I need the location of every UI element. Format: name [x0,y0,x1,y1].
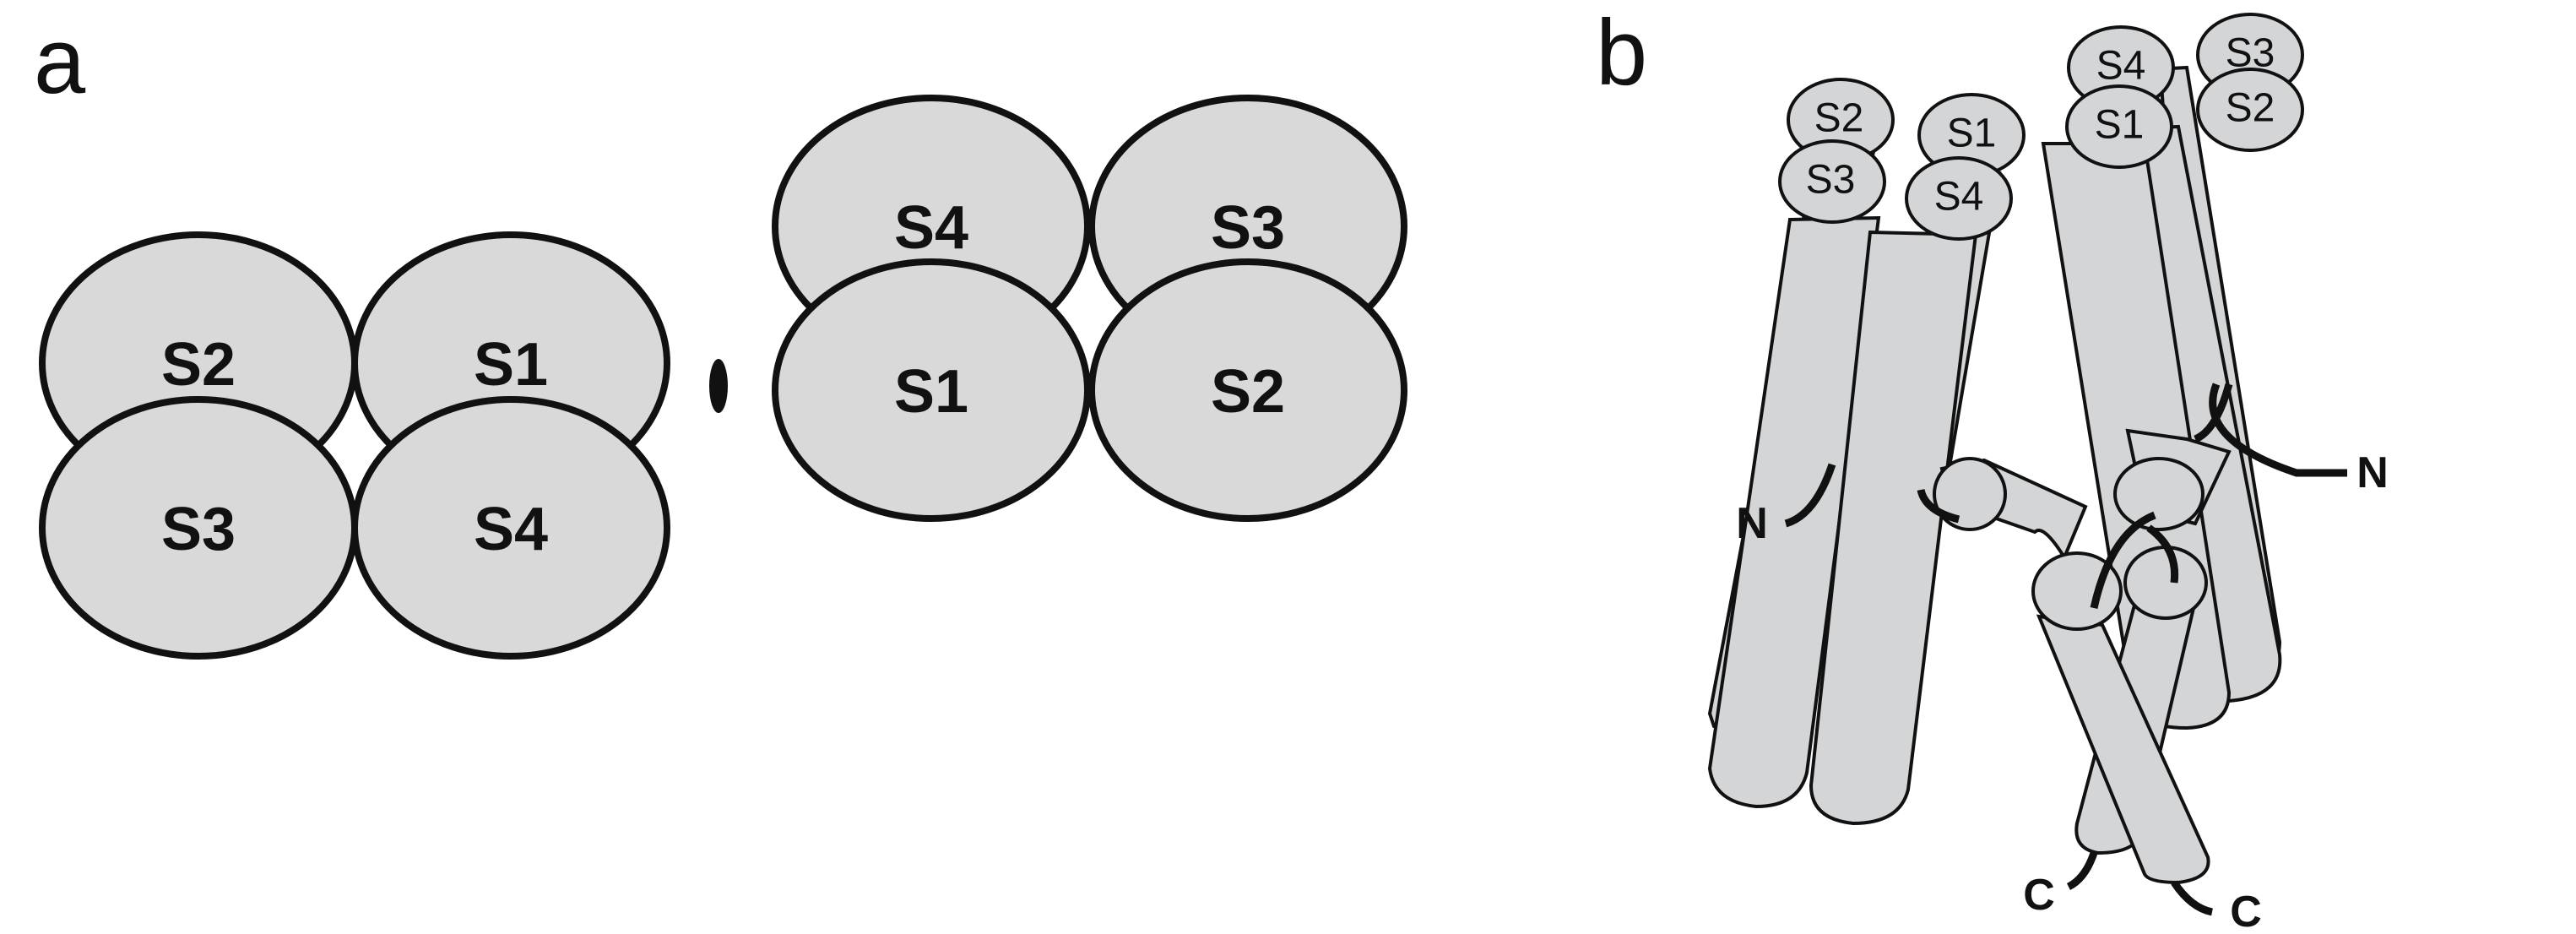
circle-s1 [772,258,1091,522]
helix-label: S4 [1934,175,1984,220]
helix-cap-s1 [2065,84,2173,169]
helix-cap-s4 [1905,156,2013,241]
circle-label: S4 [474,496,548,563]
n-terminus-right: N [2356,448,2389,497]
panel-a-label: a [34,9,86,113]
circle-label: S3 [161,496,236,563]
circle-label: S4 [894,194,968,262]
helix-cap-s3 [1778,139,1886,224]
linker-helices [1933,428,2232,562]
right-tetramer: S4 S3 S1 S2 [772,95,1407,522]
c-terminus-left: C [2023,871,2055,920]
chain-to-coil-back [2146,524,2179,584]
coiled-coil [2031,546,2210,885]
helix-cap-s2 [2196,68,2304,152]
coil-cap-back [2123,546,2208,620]
chain-to-coil-front [2090,511,2156,609]
circle-s2 [1088,258,1407,522]
chain-n-left [1784,463,1836,528]
helix-label: S2 [2226,86,2275,131]
chain-left-linker [1917,488,1960,524]
chain-n-right [2209,383,2347,477]
linker-cap-left [1933,457,2007,531]
linker-cap-right [2113,457,2205,531]
chain-c-left [2066,851,2098,891]
helix-label: S1 [1947,111,1997,156]
left-helix-bundle: S2 S1 S3 S4 [1707,78,2026,826]
chain-c-right [2171,880,2214,916]
left-tetramer: S2 S1 S3 S4 [39,231,670,660]
circle-label: S2 [1211,358,1285,426]
c-terminus-right: C [2230,888,2262,934]
circle-label: S3 [1211,194,1285,262]
circle-label: S2 [161,331,236,399]
panel-b-label: b [1596,1,1647,105]
helix-label: S1 [2095,103,2145,148]
circle-s4 [351,396,670,660]
cylinder-s4 [1809,230,1978,826]
coil-cap-front [2031,551,2123,631]
chain-connectors [1784,383,2347,916]
chain-right-linker [2194,383,2233,443]
helix-label: S3 [1806,158,1856,203]
two-fold-axis-icon [709,359,728,413]
circle-label: S1 [474,331,548,399]
circle-label: S1 [894,358,968,426]
helix-label: S2 [1814,96,1864,141]
cylinder-s3 [1707,215,1881,809]
helix-label: S4 [2096,44,2146,89]
n-terminus-left: N [1736,499,1768,548]
